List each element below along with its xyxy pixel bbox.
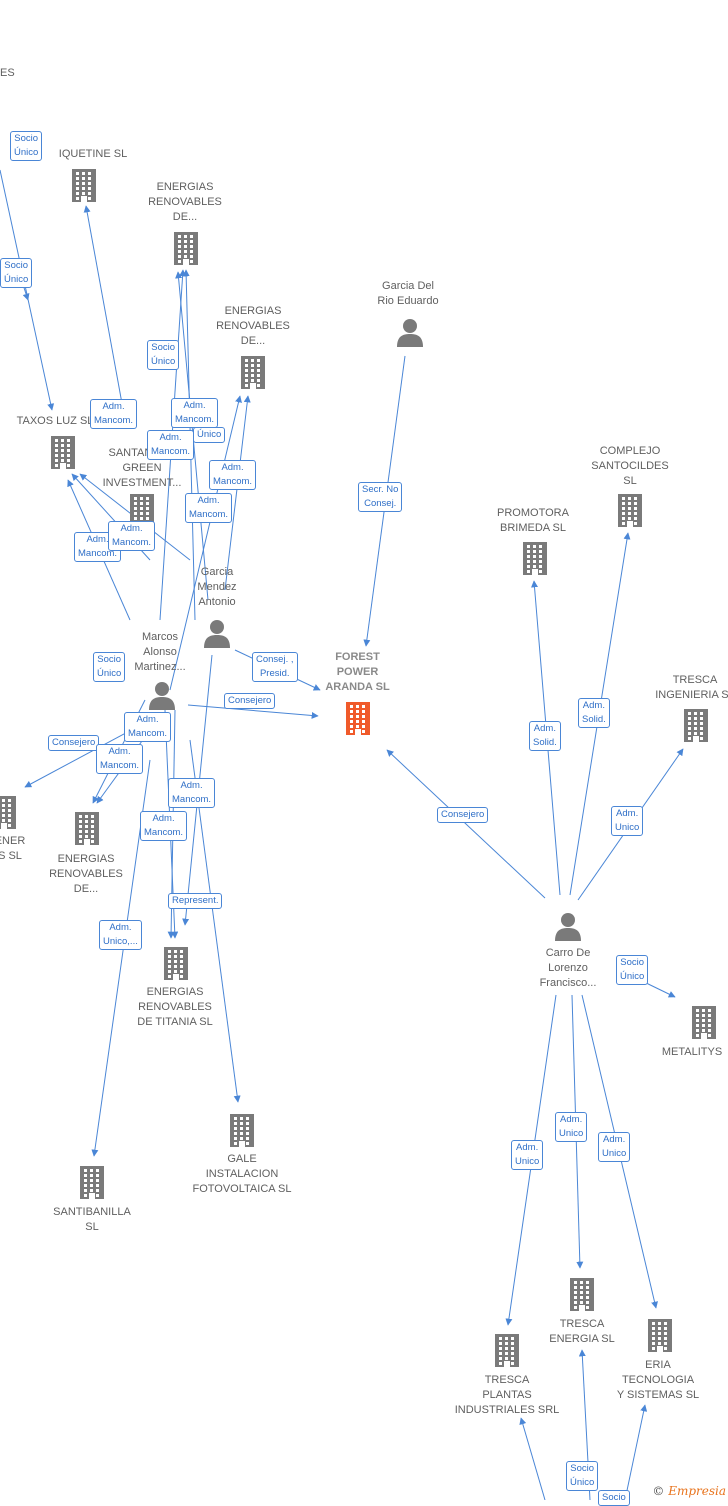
role-badge: Adm. Unico,... bbox=[99, 920, 142, 950]
company-name[interactable]: ENERGIAS RENOVABLES DE... bbox=[148, 181, 222, 223]
company-name[interactable]: TAXOS LUZ SL bbox=[16, 415, 94, 427]
role-badge: Adm. Mancom. bbox=[108, 521, 156, 551]
role-badge: Adm. Mancom. bbox=[147, 430, 195, 460]
relationship-edge bbox=[624, 1404, 648, 1500]
building-icon[interactable] bbox=[681, 708, 711, 747]
role-badge: Adm. Unico bbox=[598, 1132, 631, 1162]
role-badge: Socio Único bbox=[93, 652, 126, 682]
relationship-edge bbox=[386, 749, 546, 899]
person-name[interactable]: Marcos Alonso Martinez... bbox=[134, 631, 186, 673]
company-name[interactable]: TRESCA PLANTAS INDUSTRIALES SRL bbox=[454, 1374, 560, 1416]
copyright-symbol: © bbox=[652, 1484, 665, 1498]
company-name[interactable]: GALE INSTALACION FOTOVOLTAICA SL bbox=[192, 1153, 292, 1195]
company-name[interactable]: TRESCA ENERGIA SL bbox=[549, 1318, 615, 1345]
role-badge: Socio Único bbox=[616, 955, 649, 985]
company-name[interactable]: SANTIBANILLA SL bbox=[53, 1206, 131, 1233]
relationship-edge bbox=[187, 704, 319, 719]
building-icon[interactable] bbox=[645, 1318, 675, 1357]
role-badge: Socio bbox=[598, 1490, 630, 1506]
role-badge: Adm. Solid. bbox=[529, 721, 561, 751]
company-name[interactable]: METALITYS bbox=[661, 1046, 723, 1058]
role-badge: Adm. Unico bbox=[511, 1140, 544, 1170]
person-icon[interactable] bbox=[202, 618, 232, 653]
person-icon[interactable] bbox=[147, 680, 177, 715]
building-icon[interactable] bbox=[69, 168, 99, 207]
role-badge: Represent. bbox=[168, 893, 223, 909]
building-icon[interactable] bbox=[343, 701, 373, 740]
role-badge: Socio Único bbox=[566, 1461, 599, 1491]
company-name[interactable]: IQUETINE SL bbox=[58, 148, 128, 160]
building-icon[interactable] bbox=[72, 811, 102, 850]
building-icon[interactable] bbox=[492, 1333, 522, 1372]
role-badge: Adm. Mancom. bbox=[168, 778, 216, 808]
role-badge: Adm. Mancom. bbox=[209, 460, 257, 490]
role-badge: Adm. Mancom. bbox=[140, 811, 188, 841]
role-badge: Consejero bbox=[437, 807, 489, 823]
role-badge: Adm. Mancom. bbox=[185, 493, 233, 523]
role-badge: Consejero bbox=[48, 735, 100, 751]
company-name[interactable]: ENERGIAS RENOVABLES DE... bbox=[49, 853, 123, 895]
building-icon[interactable] bbox=[238, 355, 268, 394]
person-icon[interactable] bbox=[395, 317, 425, 352]
role-badge: Adm. Unico bbox=[611, 806, 644, 836]
relationship-edge bbox=[519, 1417, 546, 1500]
person-icon[interactable] bbox=[553, 911, 583, 946]
person-name[interactable]: Garcia Del Rio Eduardo bbox=[377, 280, 439, 307]
relationship-edge bbox=[83, 205, 126, 421]
company-name[interactable]: SANTANDER GREEN INVESTMENT... bbox=[102, 447, 182, 489]
role-badge: Consejero bbox=[224, 693, 276, 709]
role-badge: Adm. Unico bbox=[555, 1112, 588, 1142]
focal-company-name[interactable]: FOREST POWER ARANDA SL bbox=[325, 651, 390, 693]
role-badge: Socio Único bbox=[0, 258, 33, 288]
role-badge: Adm. Mancom. bbox=[124, 712, 172, 742]
building-icon[interactable] bbox=[227, 1113, 257, 1152]
building-icon[interactable] bbox=[689, 1005, 719, 1044]
role-badge: Adm. Mancom. bbox=[90, 399, 138, 429]
building-icon[interactable] bbox=[0, 795, 19, 834]
role-badge: Adm. Solid. bbox=[578, 698, 610, 728]
relationship-edge bbox=[169, 395, 242, 691]
company-name[interactable]: ENERGIAS RENOVABLES DE TITANIA SL bbox=[137, 986, 213, 1028]
building-icon[interactable] bbox=[48, 435, 78, 474]
role-badge: Consej. , Presid. bbox=[252, 652, 298, 682]
building-icon[interactable] bbox=[567, 1277, 597, 1316]
role-badge: Adm. Mancom. bbox=[74, 532, 122, 562]
building-icon[interactable] bbox=[615, 493, 645, 532]
role-badge: Socio Único bbox=[10, 131, 43, 161]
person-name[interactable]: Garcia Mendez Antonio bbox=[197, 566, 237, 608]
relationship-edge bbox=[224, 395, 251, 591]
company-name[interactable]: COMPLEJO SANTOCILDES SL bbox=[591, 445, 669, 487]
building-icon[interactable] bbox=[520, 541, 550, 580]
watermark: © Empresia bbox=[652, 1484, 726, 1498]
role-badge: Adm. Mancom. bbox=[96, 744, 144, 774]
brand-logo: Empresia bbox=[668, 1484, 726, 1498]
role-badge: Único bbox=[193, 427, 226, 443]
company-name[interactable]: ENERGIAS RENOVABLES DE... bbox=[216, 305, 290, 347]
company-name[interactable]: ENER S SL bbox=[0, 835, 26, 862]
top-left-fragment: ES bbox=[0, 67, 15, 79]
person-name[interactable]: Carro De Lorenzo Francisco... bbox=[539, 947, 597, 989]
company-name[interactable]: ERIA TECNOLOGIA Y SISTEMAS SL bbox=[616, 1359, 700, 1401]
role-badge: Socio Único bbox=[147, 340, 180, 370]
company-name[interactable]: PROMOTORA BRIMEDA SL bbox=[497, 507, 569, 534]
building-icon[interactable] bbox=[171, 231, 201, 270]
role-badge: Secr. No Consej. bbox=[358, 482, 403, 512]
building-icon[interactable] bbox=[161, 946, 191, 985]
role-badge: Adm. Mancom. bbox=[171, 398, 219, 428]
relationship-edge bbox=[0, 169, 55, 411]
company-name[interactable]: TRESCA INGENIERIA SL bbox=[655, 674, 728, 701]
building-icon[interactable] bbox=[77, 1165, 107, 1204]
